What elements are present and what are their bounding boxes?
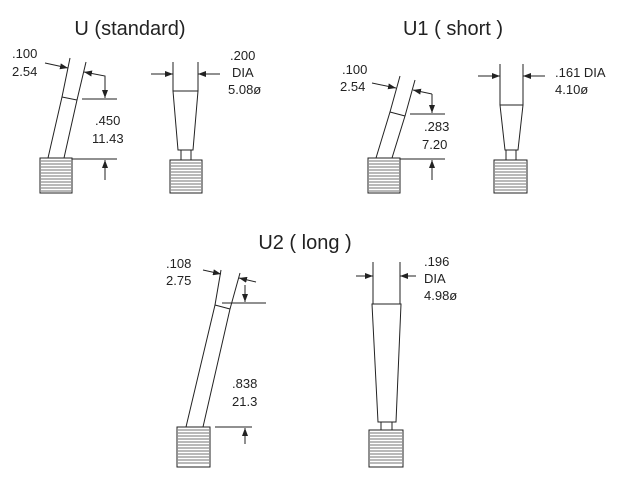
side-view-short: .100 2.54 .283 7.20 xyxy=(340,62,449,194)
bushing xyxy=(493,159,528,194)
stem xyxy=(505,149,517,161)
height-mm: 7.20 xyxy=(422,137,447,152)
height-in: .838 xyxy=(232,376,257,391)
dim-arrow xyxy=(83,70,106,98)
lever-standard xyxy=(47,96,78,159)
lever-long xyxy=(185,304,231,428)
dim-arrow xyxy=(202,269,222,276)
lever-front xyxy=(499,104,524,151)
dim-arrow xyxy=(412,88,433,95)
height-in: .283 xyxy=(424,119,449,134)
dia-mm: 4.10ø xyxy=(555,82,588,97)
width-mm: 2.75 xyxy=(166,273,191,288)
side-view-standard: .100 2.54 .450 11.43 xyxy=(12,46,124,194)
lever-front xyxy=(172,90,199,151)
side-view-long: .108 2.75 .838 21.3 xyxy=(166,256,266,468)
dim-arrow xyxy=(44,62,69,70)
width-in: .100 xyxy=(342,62,367,77)
front-view-standard: .200 DIA 5.08ø xyxy=(151,48,261,194)
dia-mm: 4.98ø xyxy=(424,288,457,303)
stem xyxy=(380,421,393,431)
dim-arrow xyxy=(238,276,257,283)
title-standard: U (standard) xyxy=(74,18,185,40)
title-short: U1 ( short ) xyxy=(403,18,503,40)
variant-short: U1 ( short ) .100 2.54 .283 7.20 .16 xyxy=(340,18,606,194)
height-in: .450 xyxy=(95,113,120,128)
lever-short xyxy=(375,111,406,159)
dia-label: DIA xyxy=(232,65,254,80)
front-view-short: .161 DIA 4.10ø xyxy=(478,64,606,194)
dia-in: .196 xyxy=(424,254,449,269)
height-mm: 21.3 xyxy=(232,394,257,409)
width-mm: 2.54 xyxy=(340,79,365,94)
width-in: .108 xyxy=(166,256,191,271)
dia-mm: 5.08ø xyxy=(228,82,261,97)
variant-long: U2 ( long ) .108 2.75 .838 21.3 .196 xyxy=(166,232,457,468)
dia-label: DIA xyxy=(424,271,446,286)
height-mm: 11.43 xyxy=(92,131,124,146)
stem xyxy=(180,149,192,161)
dia-in: .161 DIA xyxy=(555,65,606,80)
title-long: U2 ( long ) xyxy=(258,232,351,254)
width-mm: 2.54 xyxy=(12,64,37,79)
lever-front xyxy=(371,303,402,423)
dia-in: .200 xyxy=(230,48,255,63)
dim-arrow xyxy=(371,82,397,90)
variant-standard: U (standard) .100 2.54 .450 11.43 xyxy=(12,18,261,194)
bushing xyxy=(169,159,203,194)
width-in: .100 xyxy=(12,46,37,61)
front-view-long: .196 DIA 4.98ø xyxy=(356,254,457,468)
bushing xyxy=(368,429,404,468)
